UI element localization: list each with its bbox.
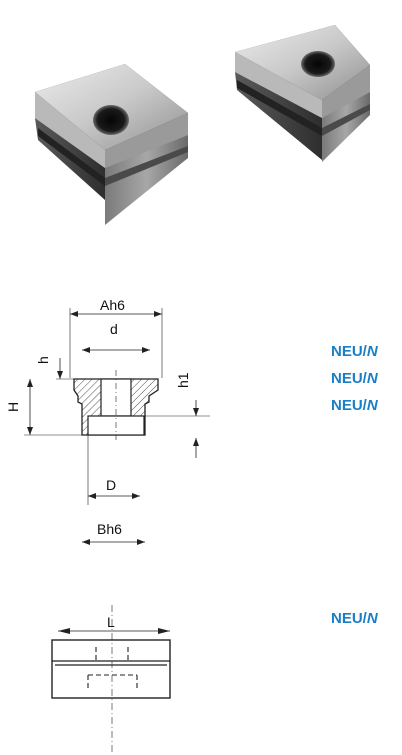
t-nut-side [51, 639, 171, 699]
cross-section-drawing: Ah6 d h H h1 [5, 297, 210, 545]
t-nut-right-photo [235, 25, 370, 162]
label-h: h [35, 356, 51, 364]
badge-neu-2: NEU/N [331, 370, 378, 387]
badge-neu-4: NEU/N [331, 610, 378, 627]
label-h1: h1 [175, 372, 191, 388]
product-photos [35, 25, 370, 225]
hole-right [301, 51, 335, 77]
t-nut-section [73, 370, 159, 440]
label-L: L [107, 614, 115, 630]
label-d: d [110, 321, 118, 337]
badge-neu-3: NEU/N [331, 397, 378, 414]
label-H: H [5, 402, 21, 412]
label-B: Bh6 [97, 521, 122, 537]
label-A: Ah6 [100, 297, 125, 313]
label-D: D [106, 477, 116, 493]
side-view-drawing: L [51, 605, 171, 755]
hole-left [93, 105, 129, 135]
t-nut-left-photo [35, 64, 188, 225]
badge-neu-1: NEU/N [331, 343, 378, 360]
